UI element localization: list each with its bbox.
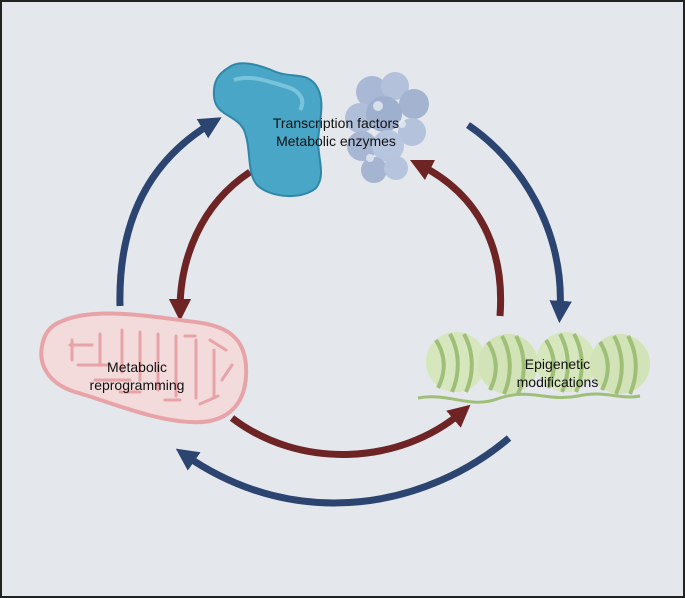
inner-arrow-right [409,159,505,317]
outer-arrow-left [116,117,222,307]
mitochondrion-icon [39,311,249,425]
label-line: modifications [516,374,599,390]
label-line: Transcription factors [272,115,400,131]
nucleosome-icon [417,332,650,404]
label-line: Epigenetic [524,356,591,372]
metabolic-reprogramming-label: Metabolic reprogramming [72,358,202,394]
label-line: Metabolic [107,359,167,375]
label-line: reprogramming [89,377,185,393]
outer-arrow-bottom [175,435,512,507]
inner-arrow-bottom [229,404,471,458]
label-line: Metabolic enzymes [276,133,396,149]
outer-arrow-right [466,122,572,324]
inner-arrow-left [168,169,252,322]
epigenetic-modifications-label: Epigenetic modifications [500,355,615,391]
enzyme-icon [345,72,429,183]
transcription-factor-icon [212,62,323,198]
transcription-factors-label: Transcription factors Metabolic enzymes [236,114,436,150]
